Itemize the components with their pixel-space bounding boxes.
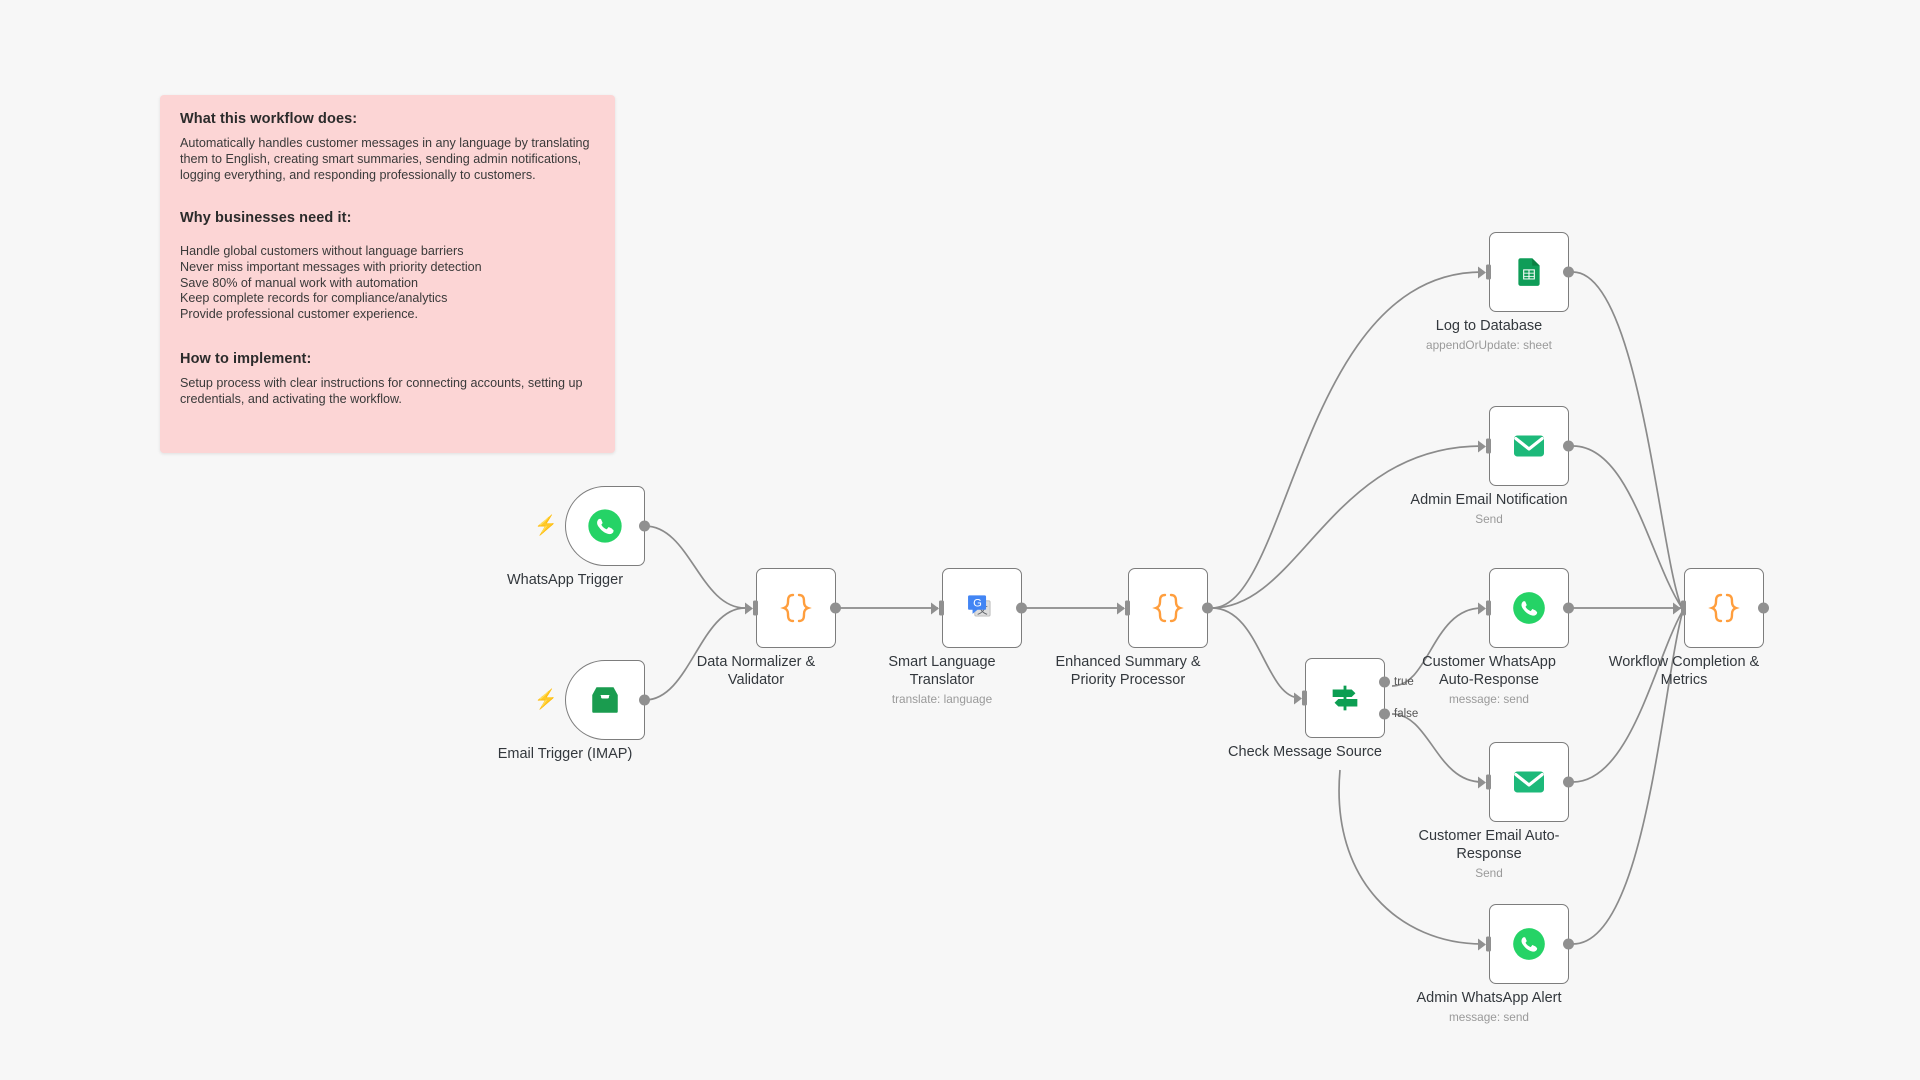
code-braces-icon bbox=[1702, 586, 1746, 630]
output-connector[interactable] bbox=[1563, 440, 1574, 452]
input-connector[interactable] bbox=[1302, 690, 1307, 706]
svg-text:文: 文 bbox=[977, 603, 988, 616]
whatsapp-icon bbox=[1507, 922, 1551, 966]
google-translate-icon: 文 G bbox=[960, 586, 1004, 630]
output-connector[interactable] bbox=[639, 520, 650, 532]
svg-text:G: G bbox=[973, 598, 982, 610]
output-connector[interactable] bbox=[1016, 602, 1027, 614]
node-label: Customer Email Auto-Response bbox=[1418, 828, 1560, 862]
input-connector[interactable] bbox=[1486, 774, 1491, 790]
node-label: Check Message Source bbox=[1228, 744, 1382, 760]
sticky-heading-why: Why businesses need it: bbox=[180, 209, 352, 226]
output-connector-false[interactable] bbox=[1379, 708, 1390, 720]
whatsapp-icon bbox=[1507, 586, 1551, 630]
input-connector[interactable] bbox=[1125, 600, 1130, 616]
code-braces-icon bbox=[774, 586, 818, 630]
output-connector[interactable] bbox=[1758, 602, 1769, 614]
node-box[interactable]: 文 G bbox=[939, 568, 1027, 648]
signpost-switch-icon bbox=[1323, 676, 1367, 720]
output-label-false: false bbox=[1394, 707, 1419, 720]
benefit-item: Keep complete records for compliance/ana… bbox=[180, 291, 448, 306]
lightning-bolt-icon: ⚡ bbox=[534, 689, 558, 711]
benefit-item: Provide professional customer experience… bbox=[180, 307, 419, 322]
code-braces-icon bbox=[1146, 586, 1190, 630]
node-label: WhatsApp Trigger bbox=[506, 572, 624, 588]
output-connector[interactable] bbox=[639, 694, 650, 706]
node-label: Enhanced Summary & Priority Processor bbox=[1055, 654, 1201, 688]
sticky-note[interactable]: What this workflow does: Automatically h… bbox=[160, 95, 615, 453]
node-label: Data Normalizer & Validator bbox=[696, 654, 816, 688]
node-box[interactable]: ⚡ bbox=[534, 660, 650, 740]
node-subtitle: Send bbox=[1475, 866, 1503, 880]
node-label: Log to Database bbox=[1435, 318, 1543, 334]
output-connector[interactable] bbox=[1563, 266, 1574, 278]
output-connector[interactable] bbox=[1563, 776, 1574, 788]
envelope-icon bbox=[1507, 760, 1551, 804]
envelope-icon bbox=[1507, 424, 1551, 468]
node-label: Admin WhatsApp Alert bbox=[1416, 990, 1562, 1006]
node-label: Workflow Completion & Metrics bbox=[1608, 654, 1760, 688]
node-subtitle: Send bbox=[1475, 512, 1503, 526]
benefit-item: Save 80% of manual work with automation bbox=[180, 275, 419, 290]
output-connector-true[interactable] bbox=[1379, 676, 1390, 688]
input-connector[interactable] bbox=[1486, 438, 1491, 454]
node-box[interactable] bbox=[1486, 406, 1574, 486]
sticky-heading-how: How to implement: bbox=[180, 351, 312, 368]
node-box[interactable] bbox=[1125, 568, 1213, 648]
output-connector[interactable] bbox=[830, 602, 841, 614]
node-box[interactable] bbox=[1486, 232, 1574, 312]
output-label-true: true bbox=[1394, 676, 1414, 689]
sticky-heading-what: What this workflow does: bbox=[180, 111, 358, 127]
google-sheets-icon bbox=[1507, 250, 1551, 294]
output-connector[interactable] bbox=[1563, 602, 1574, 614]
node-box[interactable] bbox=[1486, 568, 1574, 648]
input-connector[interactable] bbox=[939, 600, 944, 616]
node-box[interactable] bbox=[1486, 904, 1574, 984]
node-label: Customer WhatsApp Auto-Response bbox=[1422, 654, 1556, 688]
node-label: Email Trigger (IMAP) bbox=[497, 746, 633, 762]
benefit-item: Never miss important messages with prior… bbox=[180, 259, 482, 274]
lightning-bolt-icon: ⚡ bbox=[534, 515, 558, 537]
sticky-benefits-list: Handle global customers without language… bbox=[180, 244, 595, 324]
node-subtitle: appendOrUpdate: sheet bbox=[1426, 338, 1552, 352]
input-connector[interactable] bbox=[1486, 600, 1491, 616]
input-connector[interactable] bbox=[1486, 936, 1491, 952]
email-inbox-icon bbox=[583, 678, 627, 722]
node-box[interactable] bbox=[1486, 742, 1574, 822]
benefit-item: Handle global customers without language… bbox=[180, 243, 464, 258]
node-label: Admin Email Notification bbox=[1410, 492, 1568, 508]
node-subtitle: message: send bbox=[1448, 1010, 1529, 1024]
node-box[interactable]: true false bbox=[1302, 658, 1418, 738]
node-subtitle: message: send bbox=[1448, 692, 1529, 706]
node-box[interactable] bbox=[753, 568, 841, 648]
input-connector[interactable] bbox=[1681, 600, 1686, 616]
input-connector[interactable] bbox=[753, 600, 758, 616]
whatsapp-icon bbox=[583, 504, 627, 548]
output-connector[interactable] bbox=[1563, 938, 1574, 950]
output-connector[interactable] bbox=[1202, 602, 1213, 614]
node-label: Smart Language Translator bbox=[888, 654, 996, 688]
sticky-paragraph-what: Automatically handles customer messages … bbox=[180, 136, 590, 182]
node-subtitle: translate: language bbox=[891, 692, 993, 706]
node-box[interactable]: ⚡ bbox=[534, 486, 650, 566]
input-connector[interactable] bbox=[1486, 264, 1491, 280]
node-box[interactable] bbox=[1681, 568, 1769, 648]
sticky-paragraph-how: Setup process with clear instructions fo… bbox=[180, 376, 583, 407]
